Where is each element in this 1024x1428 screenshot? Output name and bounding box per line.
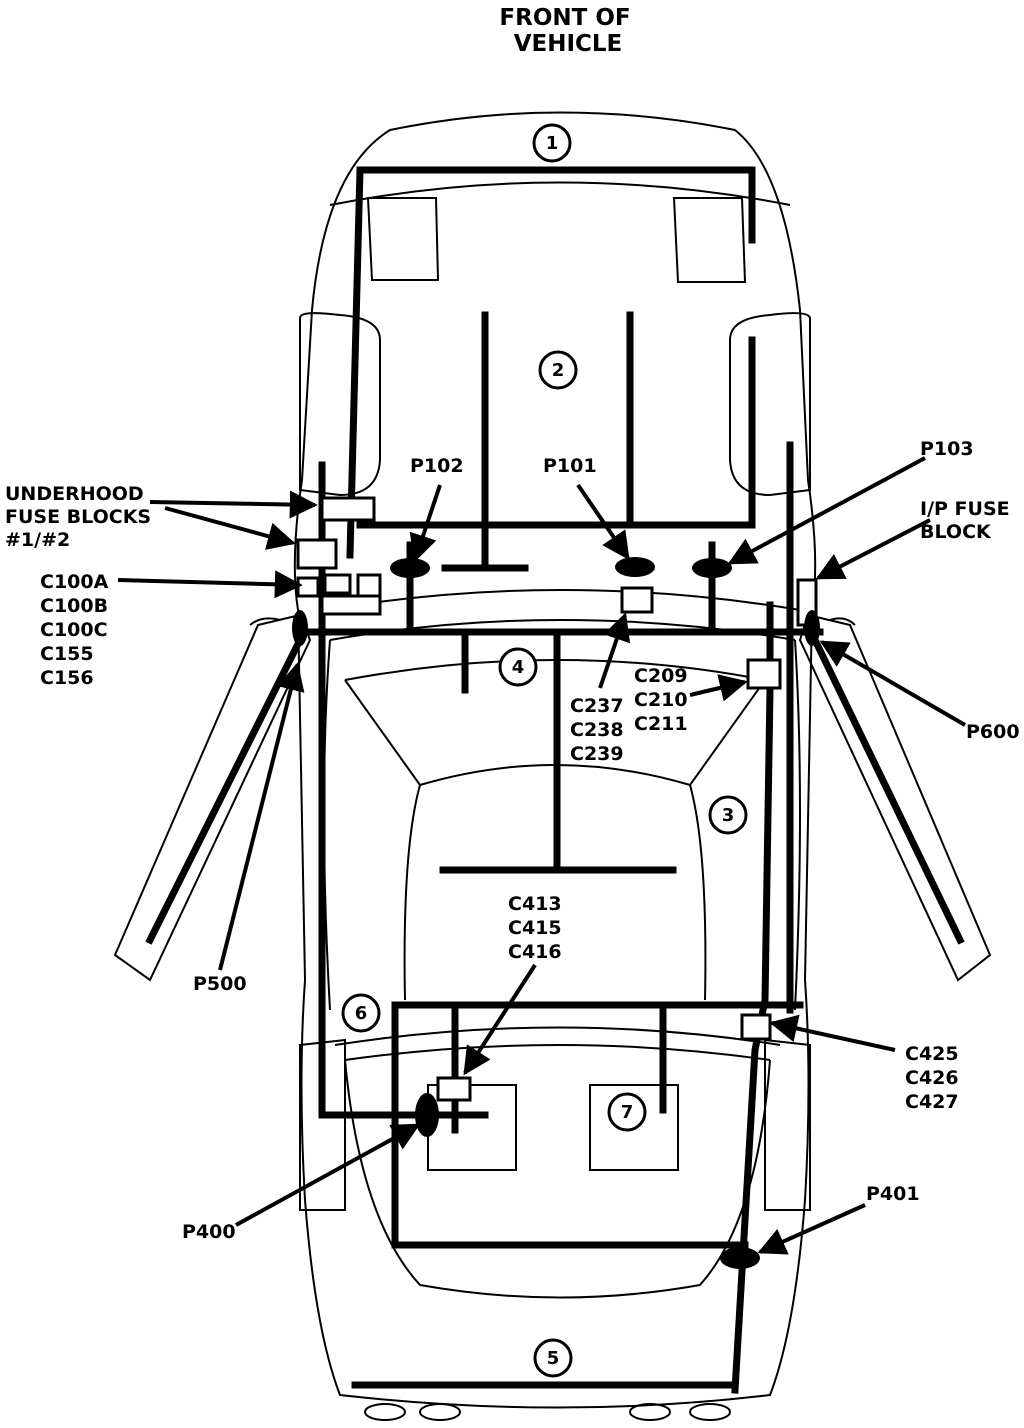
zone-7-number: 7 [621, 1102, 634, 1123]
label-c239: C239 [570, 743, 624, 765]
label-underhood-2: FUSE BLOCKS [5, 506, 151, 528]
zone-6-number: 6 [355, 1003, 368, 1024]
label-p400: P400 [182, 1221, 236, 1243]
vehicle-outline [113, 111, 992, 1421]
label-c100c: C100C [40, 619, 108, 641]
callout-labels: UNDERHOOD FUSE BLOCKS #1/#2 C100A C100B … [5, 438, 1020, 1243]
label-p101: P101 [543, 455, 597, 477]
zone-2-number: 2 [552, 360, 565, 381]
label-c100b: C100B [40, 595, 108, 617]
zone-markers: 1 2 3 4 5 6 7 [341, 123, 748, 1378]
zone-5-number: 5 [547, 1348, 560, 1369]
zone-4-number: 4 [512, 657, 525, 678]
p400-grommet [415, 1093, 439, 1137]
label-ip-fuse-2: BLOCK [920, 521, 992, 543]
label-p500: P500 [193, 973, 247, 995]
p500-grommet [292, 610, 308, 646]
label-p102: P102 [410, 455, 464, 477]
wiring-harness [145, 166, 965, 1394]
label-ip-fuse-1: I/P FUSE [920, 498, 1010, 520]
label-c210: C210 [634, 689, 688, 711]
p101-grommet [615, 557, 655, 577]
label-underhood-1: UNDERHOOD [5, 483, 144, 505]
p600-grommet [804, 610, 820, 646]
connectors [292, 496, 820, 1269]
label-c426: C426 [905, 1067, 959, 1089]
label-c427: C427 [905, 1091, 959, 1113]
title-line-2: VEHICLE [514, 31, 623, 57]
label-c156: C156 [40, 667, 94, 689]
p103-grommet [692, 558, 732, 578]
label-c237: C237 [570, 695, 624, 717]
label-c100a: C100A [40, 571, 109, 593]
label-c425: C425 [905, 1043, 959, 1065]
label-c413: C413 [508, 893, 562, 915]
leader-arrows [117, 456, 967, 1255]
label-p103: P103 [920, 438, 974, 460]
label-c416: C416 [508, 941, 562, 963]
label-p401: P401 [866, 1183, 920, 1205]
label-c415: C415 [508, 917, 562, 939]
label-c211: C211 [634, 713, 688, 735]
label-c238: C238 [570, 719, 624, 741]
zone-3-number: 3 [722, 805, 735, 826]
title-line-1: FRONT OF [499, 5, 630, 31]
zone-1-number: 1 [546, 133, 559, 154]
label-p600: P600 [966, 721, 1020, 743]
label-underhood-3: #1/#2 [5, 529, 70, 551]
label-c155: C155 [40, 643, 94, 665]
p102-grommet [390, 558, 430, 578]
label-c209: C209 [634, 665, 688, 687]
p401-grommet [720, 1247, 760, 1269]
